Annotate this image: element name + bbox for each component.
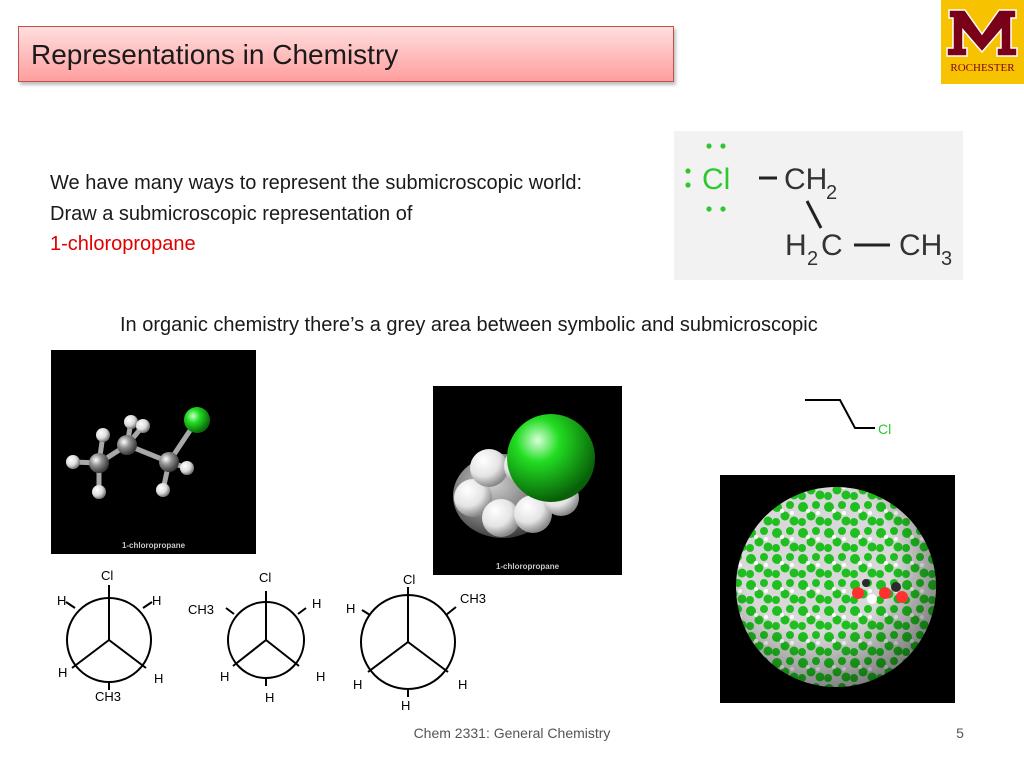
newman2-lower-left: H <box>220 669 229 684</box>
space-filling-caption: 1-chloropropane <box>495 562 560 571</box>
newman2-left: CH3 <box>188 602 214 617</box>
lewis-sub-2a: 2 <box>826 182 837 204</box>
lewis-cl: Cl <box>702 163 730 196</box>
newman2-lower-right: H <box>316 669 325 684</box>
newman-projection-3: Cl H CH3 H H H <box>342 565 486 713</box>
slide-title: Representations in Chemistry <box>31 39 399 70</box>
block-m-icon <box>946 9 1018 57</box>
newman3-top: Cl <box>403 572 415 587</box>
lewis-h2c-h: H <box>785 229 807 262</box>
intro-line-1: We have many ways to represent the submi… <box>50 172 583 194</box>
page-number: 5 <box>956 725 964 741</box>
newman3-bottom: H <box>401 698 410 713</box>
newman3-right: CH3 <box>460 591 486 606</box>
space-filling-image <box>453 414 595 538</box>
newman1-left: H <box>57 593 66 608</box>
lewis-ch2: CH <box>784 163 827 196</box>
lewis-ch3: CH <box>899 229 942 262</box>
lewis-structure-diagram: Cl CH 2 H 2 C CH 3 <box>685 143 952 270</box>
newman2-top: Cl <box>259 570 271 585</box>
lewis-structure: Cl CH 2 H 2 C CH 3 <box>674 131 963 280</box>
ball-and-stick-model: 1-chloropropane <box>51 350 256 554</box>
newman2-right: H <box>312 596 321 611</box>
grey-area-note: In organic chemistry there’s a grey area… <box>120 314 818 336</box>
newman-diagram-1: Cl H H H H CH3 <box>57 568 163 704</box>
newman1-lower-right: H <box>154 671 163 686</box>
newman-projection-2: Cl CH3 H H H H <box>186 565 326 710</box>
highlight-compound: 1-chloropropane <box>50 233 196 255</box>
newman-diagram-3: Cl H CH3 H H H <box>346 572 486 713</box>
skeletal-formula: Cl <box>800 390 910 440</box>
skeletal-cl-label: Cl <box>878 421 891 437</box>
newman2-bottom: H <box>265 690 274 705</box>
newman-diagram-2: Cl CH3 H H H H <box>188 570 325 705</box>
logo-text: ROCHESTER <box>950 62 1015 74</box>
newman3-lower-left: H <box>353 677 362 692</box>
protein-surface-graphic <box>736 487 936 687</box>
newman3-left: H <box>346 601 355 616</box>
lewis-sub-3: 3 <box>941 248 952 270</box>
newman3-lower-right: H <box>458 677 467 692</box>
newman1-bottom: CH3 <box>95 689 121 704</box>
intro-line-2: Draw a submicroscopic representation of <box>50 202 413 225</box>
skeletal-formula-diagram: Cl <box>805 399 891 437</box>
university-logo: ROCHESTER <box>941 0 1024 84</box>
newman1-lower-left: H <box>58 665 67 680</box>
ball-and-stick-image <box>66 407 210 499</box>
protein-surface-image <box>720 475 955 703</box>
newman-projection-1: Cl H H H H CH3 <box>46 565 186 710</box>
newman1-top: Cl <box>101 568 113 583</box>
ball-and-stick-caption: 1-chloropropane <box>121 541 186 550</box>
intro-text: We have many ways to represent the submi… <box>50 168 650 260</box>
lewis-h2c-c: C <box>821 229 843 262</box>
lewis-sub-2b: 2 <box>807 248 818 270</box>
slide-footer: Chem 2331: General Chemistry <box>413 725 611 741</box>
space-filling-model: 1-chloropropane <box>433 386 622 575</box>
slide-title-box: Representations in Chemistry <box>18 26 674 82</box>
newman1-right: H <box>152 593 161 608</box>
